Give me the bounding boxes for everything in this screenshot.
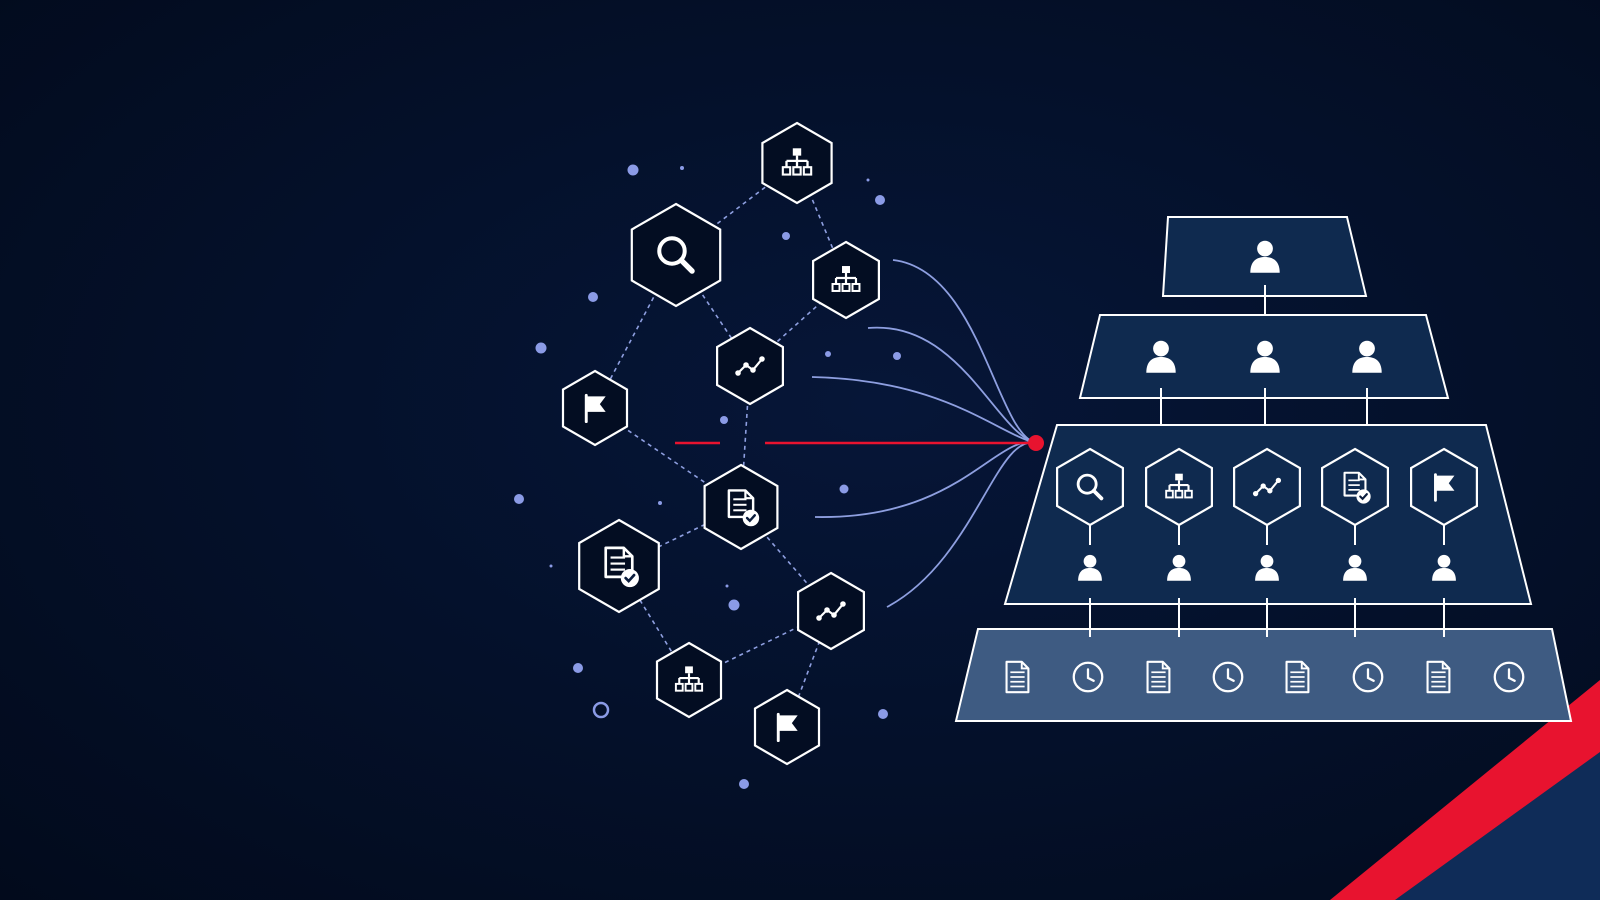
pyramid-tier-4 <box>954 628 1573 722</box>
convergence-curve <box>867 326 1037 444</box>
network-nodes <box>561 121 881 766</box>
scatter-dot <box>549 564 553 568</box>
tier-3-hexagon <box>1232 447 1302 527</box>
scatter-dot <box>725 584 729 588</box>
scatter-dots <box>514 164 901 789</box>
document-check-icon <box>604 546 639 588</box>
convergence-curve <box>811 376 1037 444</box>
document-check-icon <box>1343 471 1371 504</box>
network-node-document-check <box>703 463 779 551</box>
network-node-org-chart <box>761 121 833 205</box>
tier-3-hexagon <box>1320 447 1390 527</box>
document-check-icon <box>727 489 760 527</box>
scatter-dot <box>627 164 639 176</box>
scatter-dot <box>720 416 728 424</box>
convergence-curve <box>886 441 1037 608</box>
network-node-document-check <box>578 518 660 614</box>
tier-3-person-icon <box>1167 554 1191 581</box>
document-icon <box>1285 660 1310 694</box>
document-icon <box>1146 660 1171 694</box>
trend-icon <box>1252 477 1282 497</box>
trend-icon <box>735 356 765 376</box>
scatter-dot <box>680 166 684 170</box>
org-chart-icon <box>831 266 861 292</box>
tier-1-person-icon <box>1250 240 1280 273</box>
org-chart-icon <box>781 148 813 176</box>
tier-2-person-icon <box>1250 340 1280 373</box>
org-chart-icon <box>1165 473 1193 499</box>
corner-decoration <box>1330 680 1600 900</box>
network-node-trend <box>715 326 785 406</box>
network-node-flag <box>561 369 629 447</box>
scatter-dot <box>878 709 888 719</box>
convergence-curves <box>811 259 1037 608</box>
tier-3-person-icon <box>1432 554 1456 581</box>
flag-icon <box>584 393 606 424</box>
tier-3-hexagon <box>1055 447 1125 527</box>
pyramid-tier-2 <box>1078 314 1450 399</box>
flag-icon <box>1434 473 1455 502</box>
scatter-dot <box>588 292 598 302</box>
clock-icon <box>1212 661 1244 693</box>
tier-2-person-icon <box>1146 340 1176 373</box>
scatter-dot <box>875 195 885 205</box>
hierarchy-pyramid <box>954 216 1573 722</box>
trend-icon <box>816 601 846 621</box>
flag-icon <box>776 712 798 743</box>
scatter-dot <box>573 663 583 673</box>
search-icon <box>1076 473 1104 501</box>
search-icon <box>657 236 695 274</box>
network-link <box>618 565 690 681</box>
scatter-dot <box>739 779 749 789</box>
tier-3-person-icon <box>1343 554 1367 581</box>
clock-icon <box>1072 661 1104 693</box>
tier-3-person-icon <box>1255 554 1279 581</box>
scatter-dot <box>782 232 790 240</box>
tier-3-person-icon <box>1078 554 1102 581</box>
convergence-curve <box>892 259 1037 444</box>
org-chart-icon <box>674 666 704 692</box>
accent-line <box>675 435 1044 451</box>
network-node-trend <box>796 571 866 651</box>
scatter-dot <box>839 484 849 494</box>
network-node-flag <box>753 688 821 766</box>
network-link <box>675 254 751 367</box>
scatter-dot <box>535 342 547 354</box>
corner-navy-shape <box>1395 752 1600 900</box>
network-node-org-chart <box>655 641 723 719</box>
scatter-dot <box>893 352 901 360</box>
scatter-dot <box>728 599 740 611</box>
document-icon <box>1426 660 1451 694</box>
clock-icon <box>1352 661 1384 693</box>
scatter-dot <box>825 351 831 357</box>
pyramid-tier-1 <box>1161 216 1368 297</box>
scatter-dot <box>658 501 662 505</box>
document-icon <box>1005 660 1030 694</box>
network-node-search <box>630 202 722 308</box>
hub-dot <box>1028 435 1044 451</box>
scatter-dot <box>514 494 524 504</box>
scatter-dot <box>866 178 870 182</box>
ring-dot <box>592 701 610 719</box>
clock-icon <box>1493 661 1525 693</box>
network-node-org-chart <box>811 240 881 320</box>
tier-2-person-icon <box>1352 340 1382 373</box>
